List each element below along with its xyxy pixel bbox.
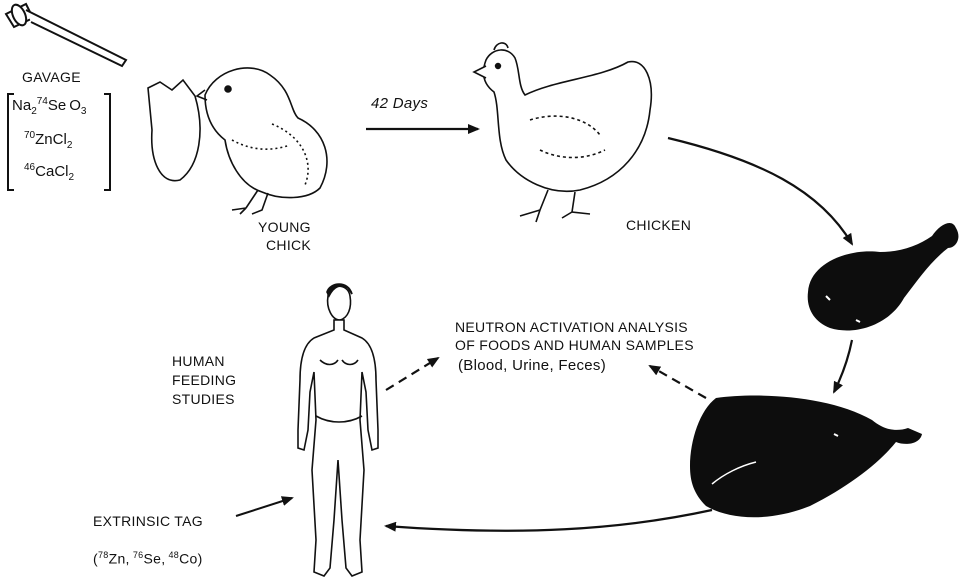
drumstick-icon xyxy=(808,223,959,330)
gavage-compounds: Na274Se O3 70ZnCl2 46CaCl2 xyxy=(6,92,112,192)
analysis-label-line2: OF FOODS AND HUMAN SAMPLES xyxy=(455,336,694,354)
analysis-samples-label: (Blood, Urine, Feces) xyxy=(458,356,606,375)
formula-zinc-chloride: 70ZnCl2 xyxy=(24,130,72,151)
human-studies-label-line2: FEEDING xyxy=(172,371,236,389)
analysis-label-line1: NEUTRON ACTIVATION ANALYSIS xyxy=(455,318,688,336)
thigh-meat-icon xyxy=(690,396,922,518)
arrow-drumstick-to-thigh xyxy=(834,340,852,392)
young-chick-label-line2: CHICK xyxy=(266,236,311,254)
arrow-human-to-analysis xyxy=(386,358,438,390)
arrow-food-to-analysis xyxy=(650,366,706,398)
gavage-tube-icon xyxy=(6,2,126,66)
human-figure-icon xyxy=(298,284,378,576)
extrinsic-tag-isotopes: (78Zn, 76Se, 48Co) xyxy=(93,546,203,569)
human-studies-label-line1: HUMAN xyxy=(172,352,225,370)
arrow-meat-to-human xyxy=(386,510,712,531)
duration-label: 42 Days xyxy=(371,94,428,113)
chicken-label: CHICKEN xyxy=(626,216,691,234)
formula-calcium-chloride: 46CaCl2 xyxy=(24,162,74,183)
young-chick-label-line1: YOUNG xyxy=(258,218,311,236)
human-studies-label-line3: STUDIES xyxy=(172,390,235,408)
arrow-chicken-to-drumstick xyxy=(668,138,852,244)
chicken-icon xyxy=(474,43,651,222)
extrinsic-tag-label: EXTRINSIC TAG xyxy=(93,512,203,530)
arrow-tag-to-human xyxy=(236,498,292,516)
gavage-label: GAVAGE xyxy=(22,68,81,86)
formula-sodium-selenite: Na274Se O3 xyxy=(12,96,86,117)
young-chick-icon xyxy=(148,68,327,214)
